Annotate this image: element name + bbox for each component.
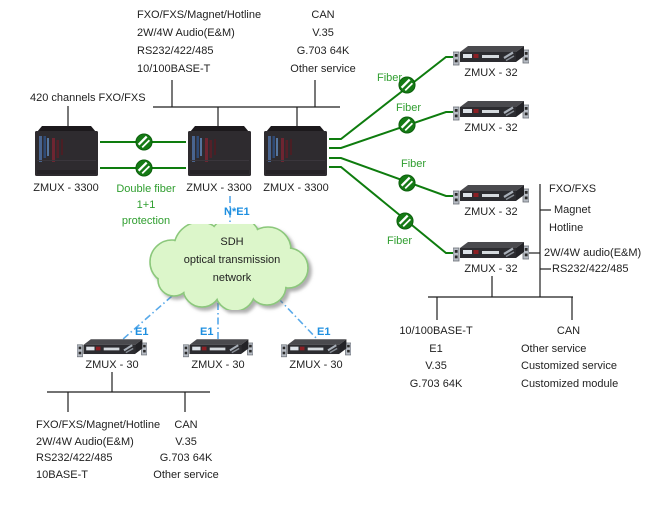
zmux-32-device-2 (453, 100, 529, 122)
service-line: FXO/FXS/Magnet/Hotline (137, 9, 262, 21)
chassis-icon (35, 126, 98, 176)
service-line: RS232/422/485 (137, 45, 214, 57)
zmux-3300-device-3 (262, 126, 329, 178)
right-port-label: RS232/422/485 (552, 263, 629, 275)
chassis-icon (188, 126, 251, 176)
zmux-32-label: ZMUX - 32 (464, 122, 518, 134)
bottom-right-service-list-2: CAN Other service Customized service Cus… (521, 323, 626, 393)
zmux-3300-device-2 (186, 126, 253, 178)
double-fiber-note: Double fiber 1+1 protection (103, 181, 189, 229)
zmux-30-label: ZMUX - 30 (85, 359, 139, 371)
fiber-icon (396, 212, 414, 230)
e1-label: E1 (317, 326, 331, 338)
zmux-30-label: ZMUX - 30 (191, 359, 245, 371)
zmux-3300-label: ZMUX - 3300 (263, 182, 329, 194)
right-port-label: 2W/4W audio(E&M) (544, 247, 642, 259)
service-line: Customized module (521, 377, 619, 390)
zmux-32-label: ZMUX - 32 (464, 206, 518, 218)
cloud-line: network (212, 272, 252, 284)
zmux-30-device-3 (281, 338, 351, 359)
zmux-30-device-2 (183, 338, 253, 359)
sdh-cloud (140, 224, 310, 310)
zmux-32-label: ZMUX - 32 (464, 263, 518, 275)
zmux-32-device-3 (453, 184, 529, 206)
fiber-label: Fiber (377, 72, 403, 84)
bottom-right-service-list-1: 10/100BASE-T E1 V.35 G.703 64K (396, 323, 476, 393)
fiber-links (100, 56, 455, 254)
right-port-label: FXO/FXS (549, 183, 597, 195)
zmux-30-label: ZMUX - 30 (289, 359, 343, 371)
service-line: Customized service (521, 360, 617, 372)
bottom-left-service-list-2: CAN V.35 G.703 64K Other service (146, 417, 226, 483)
fiber-icon (398, 76, 416, 94)
service-line: 10/100BASE-T (137, 63, 211, 75)
service-line: 2W/4W Audio(E&M) (36, 435, 134, 448)
rack-unit-icon (183, 339, 253, 358)
service-line: CAN (556, 325, 581, 337)
service-line: Other service (290, 63, 356, 75)
cloud-icon (149, 224, 309, 310)
channels-label: 420 channels FXO/FXS (30, 92, 146, 104)
service-line: Other service (521, 342, 587, 355)
zmux-30-device-1 (77, 338, 147, 359)
cloud-line: optical transmission (183, 254, 281, 266)
black-connectors (47, 80, 573, 412)
zmux-3300-device-1 (33, 126, 100, 178)
cloud-line: SDH (220, 236, 244, 248)
rack-unit-icon (281, 339, 351, 358)
note-line: 1+1 (136, 199, 156, 211)
zmux-32-device-1 (453, 45, 529, 67)
rack-unit-icon (453, 46, 529, 66)
service-line: FXO/FXS/Magnet/Hotline (36, 419, 161, 431)
fiber-icon (398, 174, 416, 192)
service-line: Other service (153, 468, 219, 481)
rack-unit-icon (77, 339, 147, 358)
fiber-icon (135, 159, 153, 177)
fiber-label: Fiber (401, 158, 427, 170)
service-line: G.703 64K (296, 45, 350, 57)
ne1-label: N*E1 (224, 206, 250, 218)
right-port-label: Hotline (549, 222, 584, 234)
fiber-icon (398, 116, 416, 134)
service-line: G.703 64K (159, 452, 213, 464)
top-left-service-list: FXO/FXS/Magnet/Hotline 2W/4W Audio(E&M) … (137, 6, 261, 78)
zmux-32-label: ZMUX - 32 (464, 67, 518, 79)
fiber-label: Fiber (387, 235, 413, 247)
zmux-32-device-4 (453, 241, 529, 263)
service-line: G.703 64K (409, 377, 463, 390)
service-line: 10BASE-T (36, 468, 88, 481)
rack-unit-icon (453, 101, 529, 121)
bottom-left-service-list-1: FXO/FXS/Magnet/Hotline 2W/4W Audio(E&M) … (36, 417, 160, 483)
chassis-icon (264, 126, 327, 176)
rack-unit-icon (453, 185, 529, 205)
service-line: E1 (429, 342, 443, 355)
service-line: CAN (311, 9, 335, 21)
service-line: 2W/4W Audio(E&M) (137, 27, 235, 39)
top-right-service-list: CAN V.35 G.703 64K Other service (268, 6, 378, 78)
rack-unit-icon (453, 242, 529, 262)
zmux-3300-label: ZMUX - 3300 (186, 182, 252, 194)
service-line: RS232/422/485 (36, 452, 113, 464)
service-line: CAN (174, 419, 198, 431)
fiber-label: Fiber (396, 102, 422, 114)
service-line: V.35 (425, 360, 447, 372)
service-line: V.35 (175, 435, 197, 448)
e1-label: E1 (135, 326, 149, 338)
fiber-icon (135, 133, 153, 151)
note-line: Double fiber (116, 183, 176, 195)
service-line: V.35 (312, 27, 334, 39)
note-line: protection (121, 215, 171, 227)
service-line: 10/100BASE-T (399, 325, 473, 337)
e1-label: E1 (200, 326, 214, 338)
zmux-3300-label: ZMUX - 3300 (33, 182, 99, 194)
right-port-label: Magnet (554, 204, 591, 216)
cloud-caption: SDH optical transmission network (152, 233, 312, 287)
